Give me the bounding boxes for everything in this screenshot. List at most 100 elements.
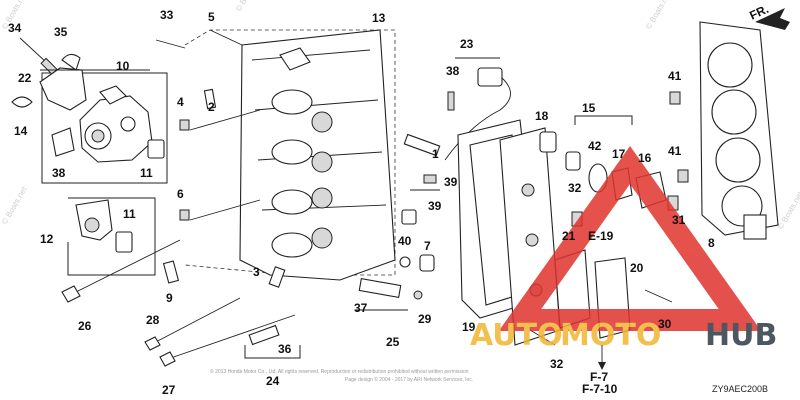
group-bracket: [244, 345, 301, 359]
washer: [399, 256, 411, 268]
callout: 11: [140, 166, 153, 180]
head-ribs: [251, 49, 387, 211]
group-frame: [67, 197, 156, 276]
clip: [11, 96, 33, 108]
bolt-shaft: [149, 297, 241, 346]
switch-port: [84, 217, 100, 233]
logo-triangle: [498, 145, 762, 331]
callout: 41: [668, 69, 682, 83]
watermark-logo: AUTO MOTO HUB: [470, 145, 777, 353]
callout: 39: [444, 175, 458, 189]
valve-bore: [91, 129, 105, 143]
side-watermark: © Boats.net: [0, 185, 29, 226]
spool-valve-group: [11, 37, 168, 184]
spring: [162, 260, 180, 284]
callout: 38: [446, 64, 460, 78]
logo-text-auto: AUTO: [470, 318, 563, 353]
ref-label[interactable]: E-19: [588, 229, 614, 243]
valve-port: [120, 116, 136, 132]
callout: 35: [54, 25, 68, 39]
plug-hole: [311, 151, 333, 173]
group-bracket: [574, 115, 633, 125]
callout: 10: [116, 59, 130, 73]
callout: 36: [278, 342, 292, 356]
ref-label[interactable]: F-7-10: [582, 382, 618, 396]
dowel: [179, 119, 190, 131]
sensor: [358, 277, 402, 299]
callout: 34: [8, 21, 22, 35]
oil-pressure-group: [67, 197, 156, 276]
callout: 25: [386, 335, 400, 349]
wiring-harness: [444, 57, 511, 161]
callout: 16: [638, 151, 652, 165]
callout: 9: [166, 291, 173, 305]
gasket-tab: [743, 214, 767, 240]
callout: 29: [418, 312, 432, 326]
head-side-parts: [399, 133, 441, 272]
stud: [155, 39, 186, 49]
leader-line: [189, 199, 261, 221]
bolt: [565, 151, 581, 171]
gasket: [147, 139, 165, 159]
callout: 33: [160, 8, 174, 22]
bolt-shaft: [164, 314, 296, 361]
callout: 14: [14, 124, 28, 138]
pipe: [268, 266, 286, 288]
front-direction-arrow: FR.: [747, 2, 790, 30]
filter: [51, 127, 75, 157]
temp-sensor: [403, 133, 441, 157]
callout: 30: [658, 317, 672, 331]
callout: 41: [668, 144, 682, 158]
callout: 22: [18, 71, 32, 85]
solenoid-cap: [99, 85, 127, 105]
cover-cap: [539, 131, 557, 153]
intake-port: [271, 232, 313, 258]
arrow-down-icon: [598, 362, 606, 370]
intake-port: [271, 189, 313, 215]
cylinder-bore: [711, 89, 757, 135]
callout: 1: [432, 147, 439, 161]
sensor-group: [244, 277, 423, 359]
side-watermark: © Boats.net: [776, 190, 800, 231]
dowel: [677, 169, 689, 183]
cap: [419, 254, 435, 272]
cover-hole: [525, 233, 539, 247]
callout: 40: [398, 234, 412, 248]
callout: 7: [424, 239, 431, 253]
callout: 15: [582, 101, 596, 115]
nut: [401, 209, 417, 225]
group-frame: [41, 72, 168, 184]
head-fitting: [279, 47, 311, 71]
callout: 32: [550, 357, 564, 371]
callout: 23: [460, 37, 474, 51]
ref-label[interactable]: F-7: [590, 370, 608, 384]
bracket: [39, 67, 87, 111]
logo-text-moto: MOTO: [560, 318, 661, 353]
gasket: [115, 231, 133, 253]
callout: 37: [354, 301, 368, 315]
leader-line: [189, 109, 261, 131]
callout-numbers: 34 35 22 14 10 38 11 33 5 13 2 4 6 11 12…: [8, 8, 715, 397]
bolt-head: [144, 336, 161, 351]
bolt: [644, 289, 673, 303]
callout: 38: [52, 166, 66, 180]
plug-hole: [311, 187, 333, 209]
cover-hole: [521, 183, 535, 197]
dowel: [669, 91, 681, 105]
callout: 39: [428, 199, 442, 213]
callout: 42: [588, 139, 602, 153]
side-watermark: © Boats.net: [644, 0, 673, 31]
head-gasket: [669, 21, 779, 240]
callout: 24: [266, 374, 280, 388]
callout: 26: [78, 319, 92, 333]
dowel: [179, 209, 190, 221]
callout: 13: [372, 11, 386, 25]
footer: © 2013 Honda Motor Co., Ltd. All rights …: [210, 368, 768, 394]
callout: 5: [208, 10, 215, 24]
cylinder-bore: [715, 137, 761, 183]
arrow-icon: [755, 8, 790, 30]
plug-hole: [311, 111, 333, 133]
bolt: [423, 174, 437, 184]
callout: 2: [208, 100, 215, 114]
